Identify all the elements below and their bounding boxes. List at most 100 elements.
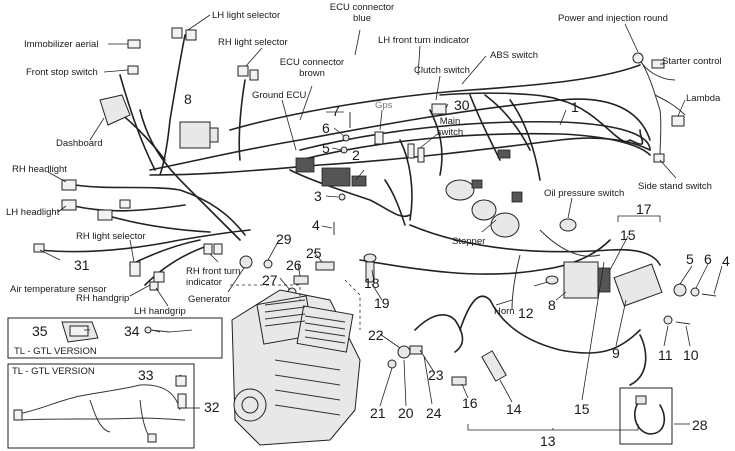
ref-26: 26 — [286, 257, 302, 273]
ref-6: 6 — [322, 120, 330, 136]
label-stepper: Stepper — [452, 236, 485, 247]
washer-6 — [342, 134, 350, 142]
label-tl-gtl-version-1: TL - GTL VERSION — [14, 346, 97, 357]
part-8-module — [179, 121, 211, 149]
side-stand-connector — [653, 153, 665, 163]
label-starter-control: Starter control — [662, 56, 722, 67]
ref-34: 34 — [124, 323, 140, 339]
ref-8: 8 — [184, 91, 192, 107]
label-air-temperature-sensor: Air temperature sensor — [10, 284, 107, 295]
label-lambda: Lambda — [686, 93, 721, 104]
label-generator: Generator — [188, 294, 231, 305]
ref-25: 25 — [306, 245, 322, 261]
label-lh-headlight: LH headlight — [6, 207, 60, 218]
ref-20: 20 — [398, 405, 414, 421]
ref-5: 5 — [322, 140, 330, 156]
callout-box-28 — [619, 387, 673, 445]
main-harness — [39, 34, 686, 386]
ref-33: 33 — [138, 367, 154, 383]
label-tl-gtl-version-2: TL - GTL VERSION — [12, 366, 95, 377]
label-main-switch: Main switch — [436, 116, 464, 138]
ref-17: 17 — [636, 201, 652, 217]
label-abs-switch: ABS switch — [490, 50, 538, 61]
ref-16: 16 — [462, 395, 478, 411]
parts — [33, 27, 717, 435]
label-side-stand-switch: Side stand switch — [638, 181, 712, 192]
ref-1: 1 — [571, 99, 579, 115]
ref-35: 35 — [32, 323, 48, 339]
oil-pressure-switch-part — [559, 218, 577, 232]
stepper-throttle-body — [445, 149, 523, 238]
label-rh-handgrip: RH handgrip — [76, 293, 129, 304]
label-ecu-connector-brown: ECU connector brown — [279, 57, 345, 79]
label-rh-front-turn-indicator: RH front turn indicator — [186, 266, 241, 288]
label-rh-light-selector-left: RH light selector — [76, 231, 146, 242]
ref-21: 21 — [370, 405, 386, 421]
label-lh-light-selector: LH light selector — [212, 10, 280, 21]
ref-29: 29 — [276, 231, 292, 247]
horn-part — [545, 275, 559, 285]
ref-2: 2 — [352, 147, 360, 163]
label-ecu-connector-blue-wrap: ECU connector blue — [329, 2, 395, 24]
abs-connector — [431, 103, 447, 115]
ref-18: 18 — [364, 275, 380, 291]
ref-31: 31 — [74, 257, 90, 273]
ref-4b: 4 — [722, 253, 730, 269]
ref-15: 15 — [620, 227, 636, 243]
label-rh-front-turn-indicator-wrap: RH front turn indicator — [186, 266, 241, 288]
relay-module-17 — [563, 261, 717, 325]
ref-11: 11 — [658, 347, 673, 363]
label-dashboard: Dashboard — [56, 138, 102, 149]
ref-4: 4 — [312, 217, 320, 233]
ref-30: 30 — [454, 97, 470, 113]
reference-numbers: 1 2 3 4 4 5 5 6 6 7 8 8 9 10 11 12 13 14… — [32, 91, 730, 449]
ref-32: 32 — [204, 399, 220, 415]
ref-15b: 15 — [574, 401, 590, 417]
bracket-lines — [467, 215, 661, 431]
ref-27: 27 — [262, 272, 278, 288]
ref-14: 14 — [506, 401, 522, 417]
label-rh-headlight: RH headlight — [12, 164, 67, 175]
ref-23: 23 — [428, 367, 444, 383]
label-immobilizer-aerial: Immobilizer aerial — [24, 39, 98, 50]
ref-7: 7 — [332, 103, 340, 119]
label-ground-ecu: Ground ECU — [252, 90, 307, 101]
ref-5b: 5 — [686, 251, 694, 267]
ref-24: 24 — [426, 405, 442, 421]
ref-9: 9 — [612, 345, 620, 361]
power-round-connector — [632, 52, 644, 64]
generator-connector — [239, 255, 253, 269]
label-rh-light-selector-top: RH light selector — [218, 37, 288, 48]
label-horn: Horn — [494, 306, 515, 317]
leader-lines — [39, 14, 723, 425]
label-ecu-connector-blue: ECU connector blue — [329, 2, 395, 24]
ecu-connector-block — [321, 167, 351, 187]
ref-13: 13 — [540, 433, 556, 449]
ref-6b: 6 — [704, 251, 712, 267]
ref-8b: 8 — [548, 297, 556, 313]
engine-illustration — [230, 279, 361, 446]
text-labels: LH light selector ECU connector blue Pow… — [6, 2, 722, 377]
lambda-connector — [671, 115, 685, 127]
ref-19: 19 — [374, 295, 390, 311]
label-main-switch-wrap: Main switch — [436, 116, 464, 138]
dashboard-part — [99, 94, 131, 126]
label-ecu-connector-brown-wrap: ECU connector brown — [279, 57, 345, 79]
screw-3 — [338, 193, 346, 201]
ref-10: 10 — [683, 347, 699, 363]
version-box-bottom — [7, 363, 200, 449]
ref-3: 3 — [314, 188, 322, 204]
label-clutch-switch: Clutch switch — [414, 65, 470, 76]
ref-28: 28 — [692, 417, 708, 433]
version-box-top — [7, 317, 223, 359]
label-lh-handgrip: LH handgrip — [134, 306, 186, 317]
label-front-stop-switch: Front stop switch — [26, 67, 98, 78]
label-gps: Gps — [375, 100, 393, 111]
ref-12: 12 — [518, 305, 534, 321]
label-oil-pressure-switch: Oil pressure switch — [544, 188, 624, 199]
gps-connector — [374, 131, 384, 145]
label-power-injection-round: Power and injection round — [558, 13, 668, 24]
label-lh-front-turn-indicator: LH front turn indicator — [378, 35, 469, 46]
